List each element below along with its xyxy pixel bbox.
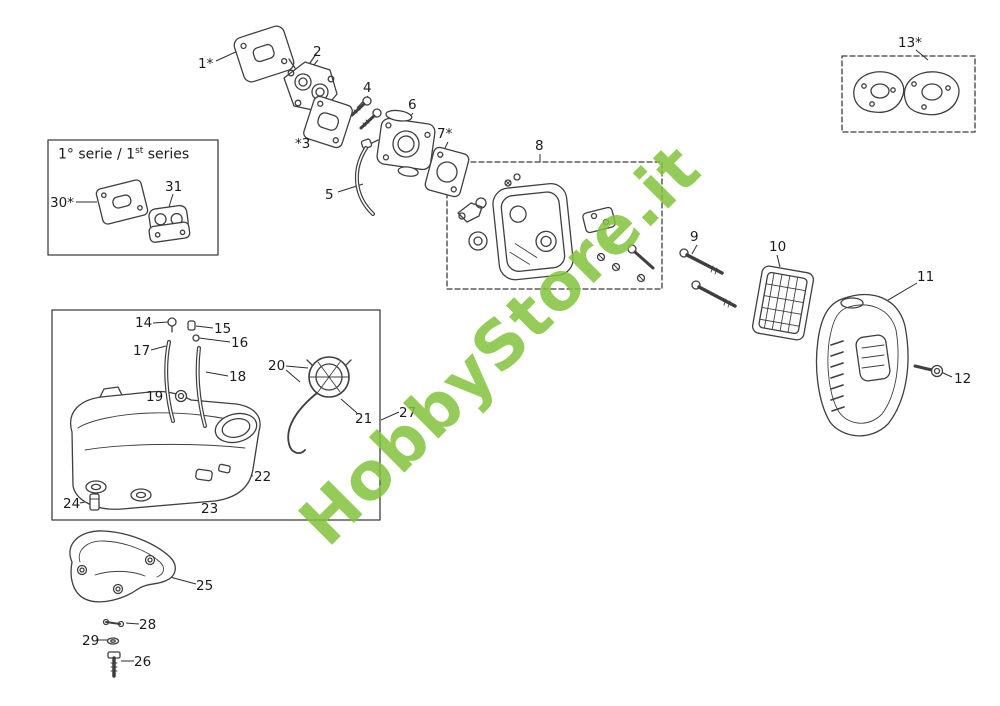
callout-20: 20 (268, 358, 286, 374)
callout-3: *3 (295, 136, 311, 152)
callout-21: 21 (355, 411, 373, 427)
bolts-9-drawing (679, 248, 737, 308)
callout-18: 18 (229, 369, 247, 385)
gasket-kit-box-frame (841, 55, 976, 133)
callout-15: 15 (214, 321, 232, 337)
gasket-kit-drawing (853, 71, 960, 116)
series-title-suffix: series (143, 146, 190, 163)
callout-19: 19 (146, 389, 164, 405)
callout-17: 17 (133, 343, 151, 359)
series-box-frame (47, 139, 219, 256)
callout-1: 1* (198, 56, 214, 72)
screw-12-drawing (913, 364, 944, 378)
callout-6: 6 (408, 97, 417, 113)
callout-26: 26 (134, 654, 152, 670)
callout-8: 8 (535, 138, 544, 154)
tank-fittings-drawing (89, 317, 231, 511)
callout-29: 29 (82, 633, 100, 649)
gasket-3-drawing (303, 95, 353, 149)
callout-16: 16 (231, 335, 249, 351)
callout-14: 14 (135, 315, 153, 331)
fasteners-bottom-drawing (102, 618, 125, 678)
gasket-1-drawing (233, 25, 295, 83)
callout-30: 30* (50, 195, 74, 211)
tank-box-frame (51, 309, 381, 521)
callout-27: 27 (399, 405, 417, 421)
housing-box-frame (446, 161, 663, 290)
manifold-31-drawing (148, 204, 191, 243)
guard-25-drawing (69, 530, 176, 603)
callout-12: 12 (954, 371, 972, 387)
callout-7: 7* (437, 126, 453, 142)
callout-24: 24 (63, 496, 81, 512)
callout-4: 4 (363, 80, 372, 96)
fuel-cap-drawing (287, 356, 352, 455)
callout-22: 22 (254, 469, 272, 485)
series-title-prefix: 1° serie / 1 (58, 146, 136, 163)
callout-5: 5 (325, 187, 334, 203)
callout-2: 2 (313, 44, 322, 60)
series-title: 1° serie / 1st series (58, 146, 189, 163)
gasket-7-drawing (424, 146, 470, 198)
callout-31: 31 (165, 179, 183, 195)
engine-housing-drawing (457, 173, 655, 283)
callout-23: 23 (201, 501, 219, 517)
fuel-tank-drawing (70, 386, 261, 510)
carburetor-drawing (369, 109, 436, 177)
screws-4-drawing (350, 96, 382, 130)
callout-13: 13* (898, 35, 922, 51)
callout-10: 10 (769, 239, 787, 255)
callout-11: 11 (917, 269, 935, 285)
series-title-sup: st (135, 146, 144, 156)
air-filter-drawing (751, 265, 815, 341)
callout-28: 28 (139, 617, 157, 633)
callout-9: 9 (690, 229, 699, 245)
callout-25: 25 (196, 578, 214, 594)
fuel-line-drawing (354, 138, 375, 216)
gasket-30-drawing (95, 179, 149, 225)
filter-cover-drawing (815, 294, 909, 437)
